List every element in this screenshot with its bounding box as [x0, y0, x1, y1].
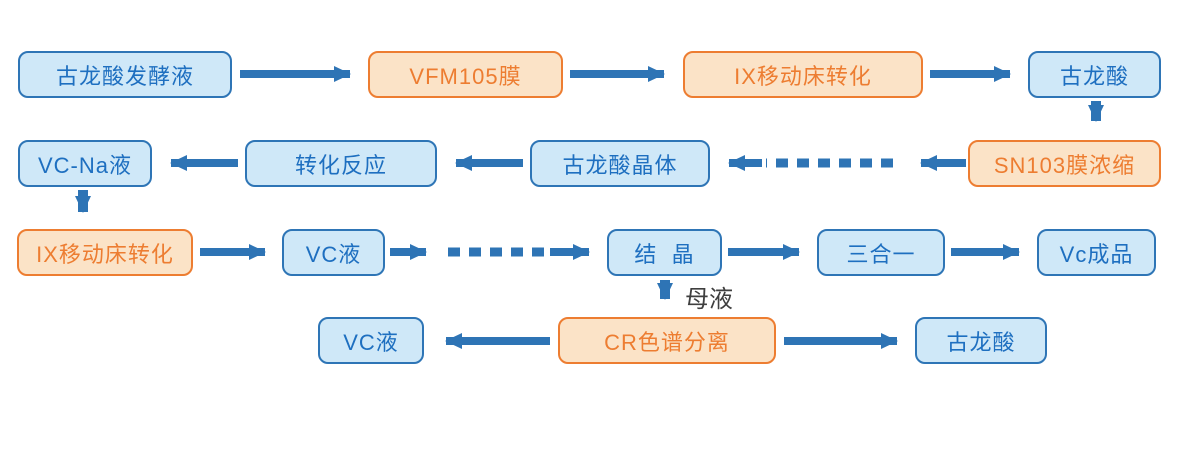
node-vfm105-membrane: VFM105膜 [368, 51, 563, 98]
mother-liquor-label: 母液 [685, 286, 733, 313]
node-ix-moving-bed-conversion-1: IX移动床转化 [683, 51, 923, 98]
node-gulonic-acid-crystal: 古龙酸晶体 [530, 140, 710, 187]
node-gulonic-fermentation-broth: 古龙酸发酵液 [18, 51, 232, 98]
node-gulonic-acid-bottom: 古龙酸 [915, 317, 1047, 364]
node-crystallization: 结 晶 [607, 229, 722, 276]
node-vc-liquid-1: VC液 [282, 229, 385, 276]
node-three-in-one: 三合一 [817, 229, 945, 276]
node-conversion-reaction: 转化反应 [245, 140, 437, 187]
node-ix-moving-bed-conversion-2: IX移动床转化 [17, 229, 193, 276]
node-gulonic-acid-top: 古龙酸 [1028, 51, 1161, 98]
node-vc-na-liquid: VC-Na液 [18, 140, 152, 187]
node-cr-chromatographic-separation: CR色谱分离 [558, 317, 776, 364]
node-vc-product: Vc成品 [1037, 229, 1156, 276]
node-vc-liquid-2: VC液 [318, 317, 424, 364]
node-sn103-membrane-concentration: SN103膜浓缩 [968, 140, 1161, 187]
